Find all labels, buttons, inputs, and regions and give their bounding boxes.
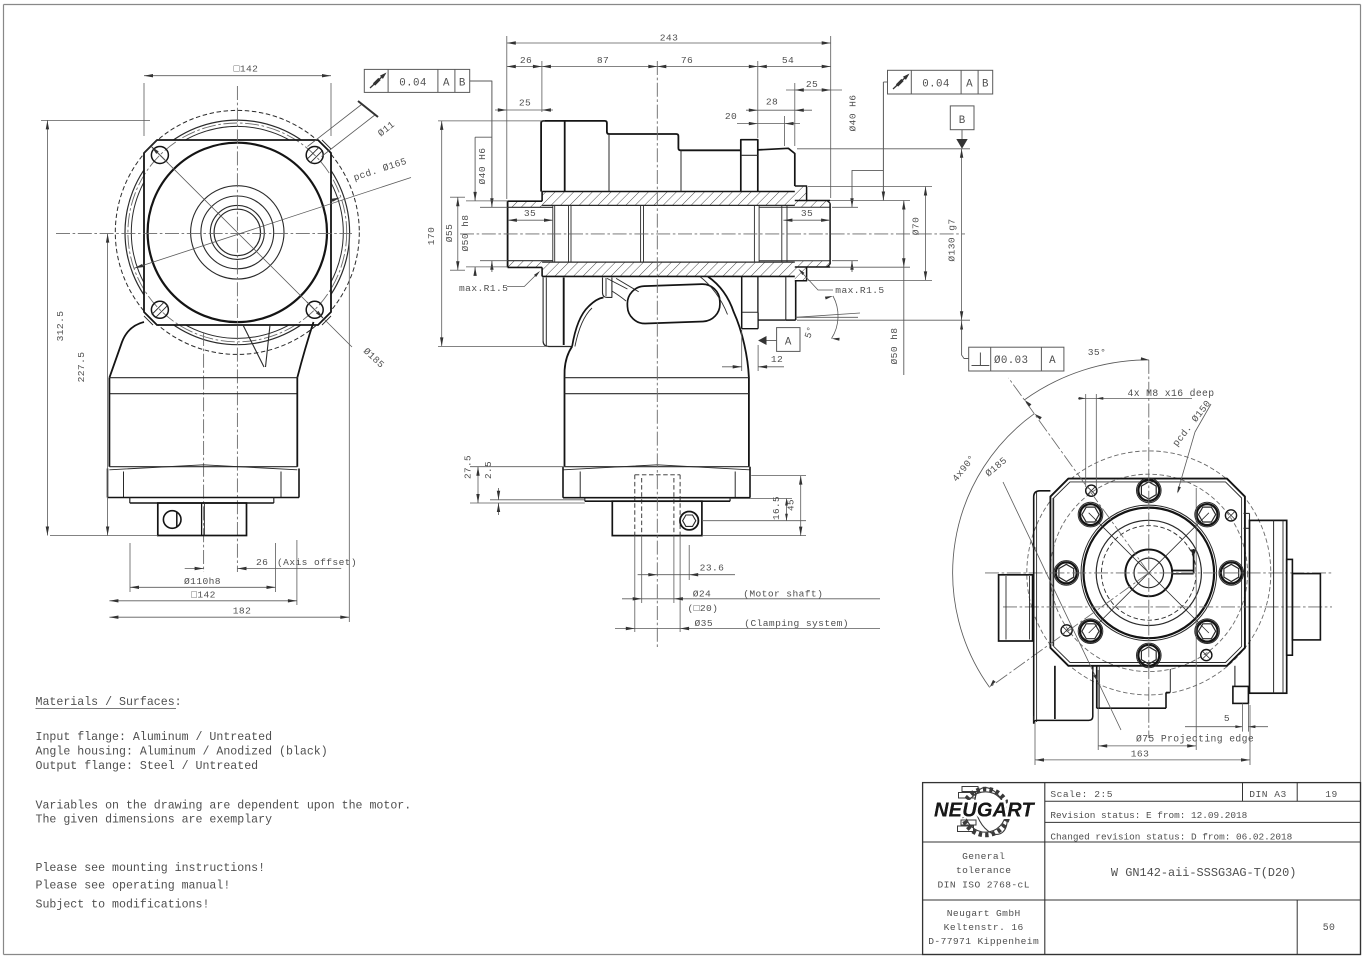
svg-text:Angle housing: Aluminum / Anod: Angle housing: Aluminum / Anodized (blac… — [36, 746, 328, 759]
svg-text:A: A — [1049, 355, 1056, 367]
svg-text:B: B — [982, 79, 989, 91]
svg-text:Ø24: Ø24 — [693, 588, 711, 599]
svg-text:NEUGART: NEUGART — [934, 800, 1036, 822]
svg-text:25: 25 — [519, 98, 531, 109]
svg-text:87: 87 — [597, 55, 609, 66]
svg-text:312.5: 312.5 — [55, 311, 66, 342]
svg-text:4x M8 x16 deep: 4x M8 x16 deep — [1128, 388, 1215, 399]
svg-text:35: 35 — [801, 208, 813, 219]
svg-text:B: B — [459, 78, 466, 90]
svg-text:Subject to modifications!: Subject to modifications! — [36, 899, 210, 912]
svg-text:A: A — [443, 78, 450, 90]
svg-text:Ø40 H6: Ø40 H6 — [848, 95, 859, 132]
svg-text:Ø50 h8: Ø50 h8 — [460, 215, 471, 252]
svg-text:54: 54 — [782, 55, 794, 66]
svg-text:(Axis offset): (Axis offset) — [277, 557, 357, 568]
svg-text:Keltenstr. 16: Keltenstr. 16 — [944, 922, 1024, 933]
svg-text:12: 12 — [771, 354, 783, 365]
svg-text:45: 45 — [786, 499, 797, 511]
svg-text:2.5: 2.5 — [483, 461, 494, 479]
svg-text:tolerance: tolerance — [956, 865, 1011, 876]
svg-text:163: 163 — [1131, 748, 1149, 759]
svg-text:General: General — [962, 851, 1005, 862]
svg-text:Revision status: E from: 12.0: Revision status: E from: 12.09.2018 — [1050, 810, 1247, 821]
svg-text:35°: 35° — [1088, 347, 1106, 358]
svg-text:A: A — [785, 337, 792, 349]
svg-text:The given dimensions are exemp: The given dimensions are exemplary — [36, 814, 273, 827]
svg-text:Ø185: Ø185 — [983, 455, 1009, 479]
svg-text:Ø40 H6: Ø40 H6 — [477, 148, 488, 185]
svg-text:227.5: 227.5 — [76, 352, 87, 383]
svg-text:DIN A3: DIN A3 — [1249, 789, 1287, 800]
svg-text:(Motor shaft): (Motor shaft) — [743, 588, 823, 599]
svg-text:243: 243 — [660, 33, 678, 44]
svg-text:19: 19 — [1325, 789, 1338, 800]
svg-text:Ø50 h8: Ø50 h8 — [889, 328, 900, 365]
svg-text:Changed revision status: D fr: Changed revision status: D from: 06.02.2… — [1050, 832, 1292, 843]
svg-text:Ø11: Ø11 — [376, 119, 397, 139]
svg-text:5: 5 — [1224, 713, 1230, 724]
svg-text:D-77971 Kippenheim: D-77971 Kippenheim — [928, 936, 1039, 947]
svg-text:0.04: 0.04 — [399, 78, 427, 90]
svg-text:76: 76 — [681, 55, 693, 66]
svg-text:W GN142-aii-SSSG3AG-T(D20): W GN142-aii-SSSG3AG-T(D20) — [1111, 866, 1297, 880]
svg-text:Materials / Surfaces:: Materials / Surfaces: — [36, 696, 182, 709]
svg-text:20: 20 — [725, 111, 737, 122]
svg-text:Please see operating manual!: Please see operating manual! — [36, 880, 231, 893]
svg-text:Ø185: Ø185 — [361, 346, 387, 371]
svg-text:0.04: 0.04 — [922, 79, 950, 91]
svg-text:16.5: 16.5 — [771, 496, 782, 520]
svg-text:Ø0.03: Ø0.03 — [994, 355, 1028, 367]
svg-text:NEUGART: NEUGART — [934, 800, 1036, 822]
svg-text:35: 35 — [524, 208, 536, 219]
svg-text:Ø75 Projecting edge: Ø75 Projecting edge — [1136, 734, 1254, 745]
svg-text:Ø55: Ø55 — [444, 224, 455, 242]
svg-text:DIN ISO 2768-cL: DIN ISO 2768-cL — [938, 880, 1030, 891]
svg-text:25: 25 — [806, 79, 818, 90]
svg-text:27.5: 27.5 — [463, 455, 474, 479]
svg-text:Please see mounting instructio: Please see mounting instructions! — [36, 862, 266, 875]
svg-text:26: 26 — [256, 557, 268, 568]
svg-text:max.R1.5: max.R1.5 — [459, 283, 508, 294]
svg-text:pcd. Ø165: pcd. Ø165 — [352, 156, 408, 184]
svg-text:B: B — [959, 115, 966, 127]
svg-text:A: A — [966, 79, 973, 91]
svg-text:□142: □142 — [191, 590, 216, 601]
svg-text:Scale: 2:5: Scale: 2:5 — [1050, 789, 1113, 800]
svg-text:(□20): (□20) — [688, 603, 719, 614]
svg-text:4x90°: 4x90° — [950, 453, 978, 484]
svg-text:50: 50 — [1323, 922, 1336, 933]
svg-text:(Clamping system): (Clamping system) — [744, 618, 849, 629]
svg-text:max.R1.5: max.R1.5 — [835, 285, 884, 296]
svg-text:182: 182 — [233, 606, 251, 617]
svg-text:Ø35: Ø35 — [695, 618, 713, 629]
svg-text:Output flange: Steel / Untreat: Output flange: Steel / Untreated — [36, 760, 259, 773]
svg-text:23.6: 23.6 — [700, 563, 725, 574]
svg-text:26: 26 — [520, 55, 532, 66]
svg-text:Ø130 g7: Ø130 g7 — [947, 218, 958, 261]
svg-text:Ø110h8: Ø110h8 — [184, 576, 221, 587]
svg-text:□142: □142 — [234, 64, 259, 75]
svg-text:170: 170 — [426, 227, 437, 245]
svg-text:Neugart GmbH: Neugart GmbH — [947, 908, 1021, 919]
svg-text:5°: 5° — [803, 325, 817, 340]
svg-text:Ø70: Ø70 — [911, 217, 922, 235]
svg-text:Variables on the drawing are d: Variables on the drawing are dependent u… — [36, 800, 412, 813]
svg-text:28: 28 — [766, 97, 778, 108]
svg-text:Input flange: Aluminum / Untre: Input flange: Aluminum / Untreated — [36, 731, 273, 744]
